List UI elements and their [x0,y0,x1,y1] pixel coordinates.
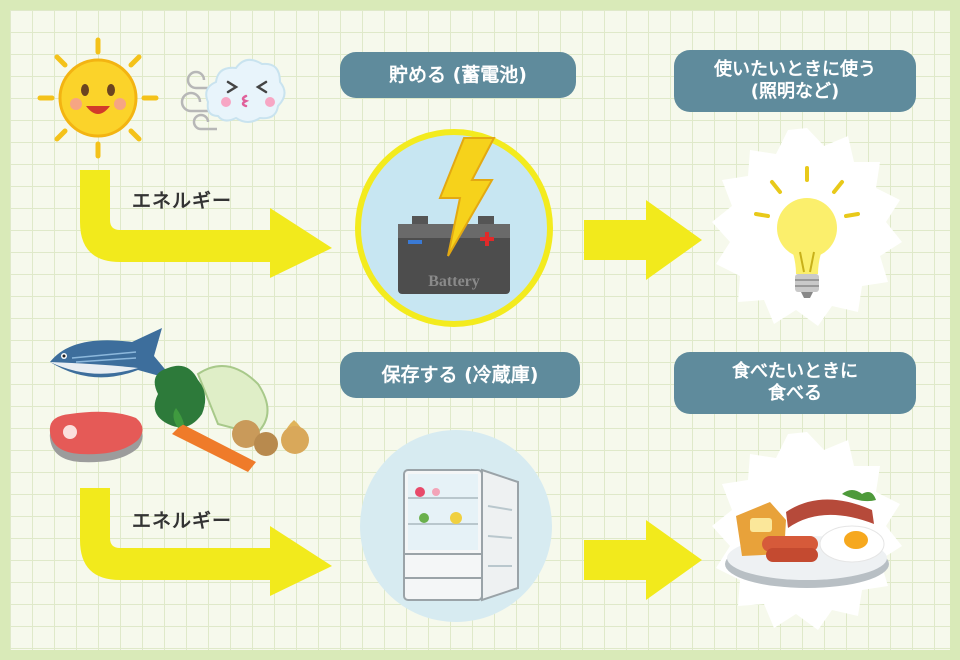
vegetables-icon [154,365,309,472]
arrow-to-light [584,200,702,280]
sun-icon [37,37,159,159]
meat-icon [49,411,143,463]
battery-text: Battery [428,273,480,290]
use-label-light: 使いたいときに使う (照明など) [674,50,916,112]
store-label-battery: 貯める (蓄電池) [340,52,576,98]
energy-arrow-2 [80,488,332,596]
arrow-to-meal [584,520,702,600]
fish-icon [50,328,174,380]
refrigerator-icon [360,430,552,622]
store-label-fridge: 保存する (冷蔵庫) [340,352,580,398]
diagram-canvas: エネルギー 貯める (蓄電池) Battery 使いたいときに使う (照明など) [10,10,950,650]
breakfast-plate-icon [712,432,902,630]
lightning-icon [438,137,496,257]
light-bulb-icon [712,128,902,326]
use-label-meal: 食べたいときに 食べる [674,352,916,414]
energy-label-1: エネルギー [132,190,233,212]
energy-arrow-1 [80,170,332,278]
energy-label-2: エネルギー [132,510,233,532]
wind-cloud-icon [180,58,286,131]
